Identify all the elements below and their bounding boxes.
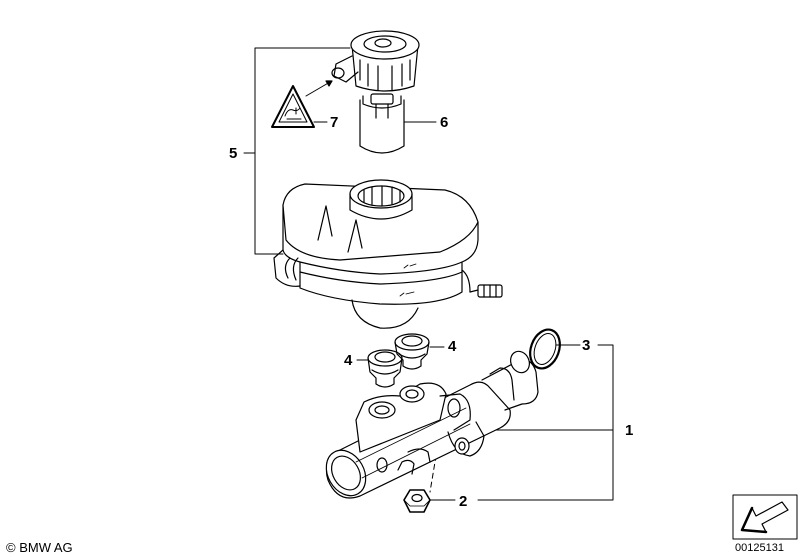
part-label-4-right: 4 <box>448 338 457 355</box>
copyright-text: © BMW AG <box>6 540 73 555</box>
part-label-2: 2 <box>459 493 468 510</box>
hex-nut <box>403 489 431 513</box>
grommet-left <box>367 349 403 388</box>
o-ring <box>529 328 561 370</box>
leader-5-bracket <box>254 47 351 255</box>
fluid-reservoir <box>273 179 503 329</box>
part-label-7: 7 <box>330 114 339 131</box>
reservoir-cap <box>305 30 420 154</box>
navigation-arrow-icon <box>732 494 798 540</box>
brake-fluid-warning-icon <box>271 85 315 128</box>
part-label-6: 6 <box>440 114 449 131</box>
reference-number: 00125131 <box>735 542 784 554</box>
grommet-right <box>394 333 430 370</box>
leader-3-bracket <box>477 344 614 501</box>
part-label-4-left: 4 <box>344 352 353 369</box>
part-label-5: 5 <box>229 145 238 162</box>
master-cylinder <box>325 350 539 499</box>
part-label-1: 1 <box>625 422 634 439</box>
part-label-3: 3 <box>582 337 591 354</box>
